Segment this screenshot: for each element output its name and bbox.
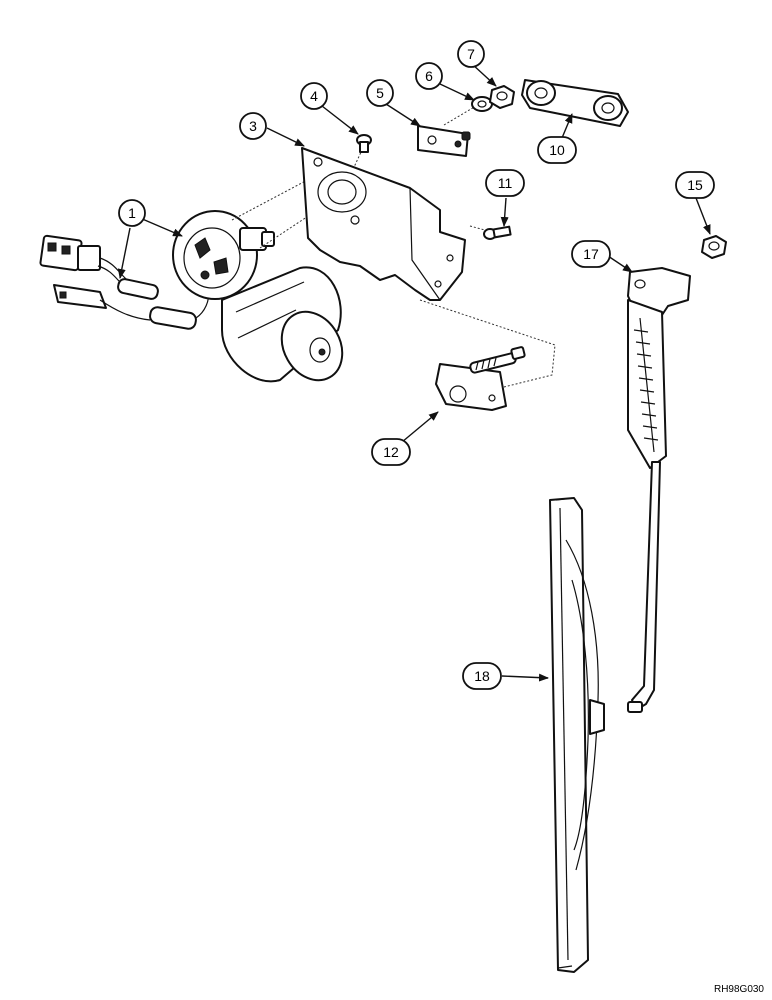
nut-7: [489, 85, 515, 109]
callout-11-label: 11: [498, 175, 513, 191]
callout-18: 18: [462, 662, 502, 690]
leader-lines: [117, 63, 711, 682]
callout-18-label: 18: [474, 668, 490, 684]
callout-1-label: 1: [128, 205, 136, 221]
callout-12-label: 12: [383, 444, 399, 460]
callout-4: 4: [300, 82, 328, 110]
screw-4: [356, 134, 372, 153]
callout-5-label: 5: [376, 85, 384, 101]
callout-10: 10: [537, 136, 577, 164]
callout-1: 1: [118, 199, 146, 227]
screw-11: [483, 225, 512, 240]
callout-17: 17: [571, 240, 611, 268]
callout-5: 5: [366, 79, 394, 107]
callout-4-label: 4: [310, 88, 318, 104]
callout-11: 11: [485, 169, 525, 197]
callout-10-label: 10: [549, 142, 565, 158]
wiper-motor: [172, 210, 344, 383]
callout-7: 7: [457, 40, 485, 68]
crank-arm-12: [435, 346, 526, 411]
callout-17-label: 17: [583, 246, 599, 262]
callout-6: 6: [415, 62, 443, 90]
callout-6-label: 6: [425, 68, 433, 84]
callout-7-label: 7: [467, 46, 475, 62]
wiring-harness-connector: [39, 234, 210, 330]
plate-5: [417, 125, 471, 157]
nut-15: [701, 235, 727, 259]
callout-15: 15: [675, 171, 715, 199]
linkage-10: [521, 79, 629, 127]
callout-15-label: 15: [687, 177, 703, 193]
callout-3: 3: [239, 112, 267, 140]
washer-6: [471, 96, 493, 112]
wiper-arm: [627, 267, 691, 713]
mounting-bracket: [301, 147, 466, 301]
callout-3-label: 3: [249, 118, 257, 134]
callout-12: 12: [371, 438, 411, 466]
wiper-blade: [549, 497, 605, 973]
reference-code: RH98G030: [714, 984, 764, 995]
